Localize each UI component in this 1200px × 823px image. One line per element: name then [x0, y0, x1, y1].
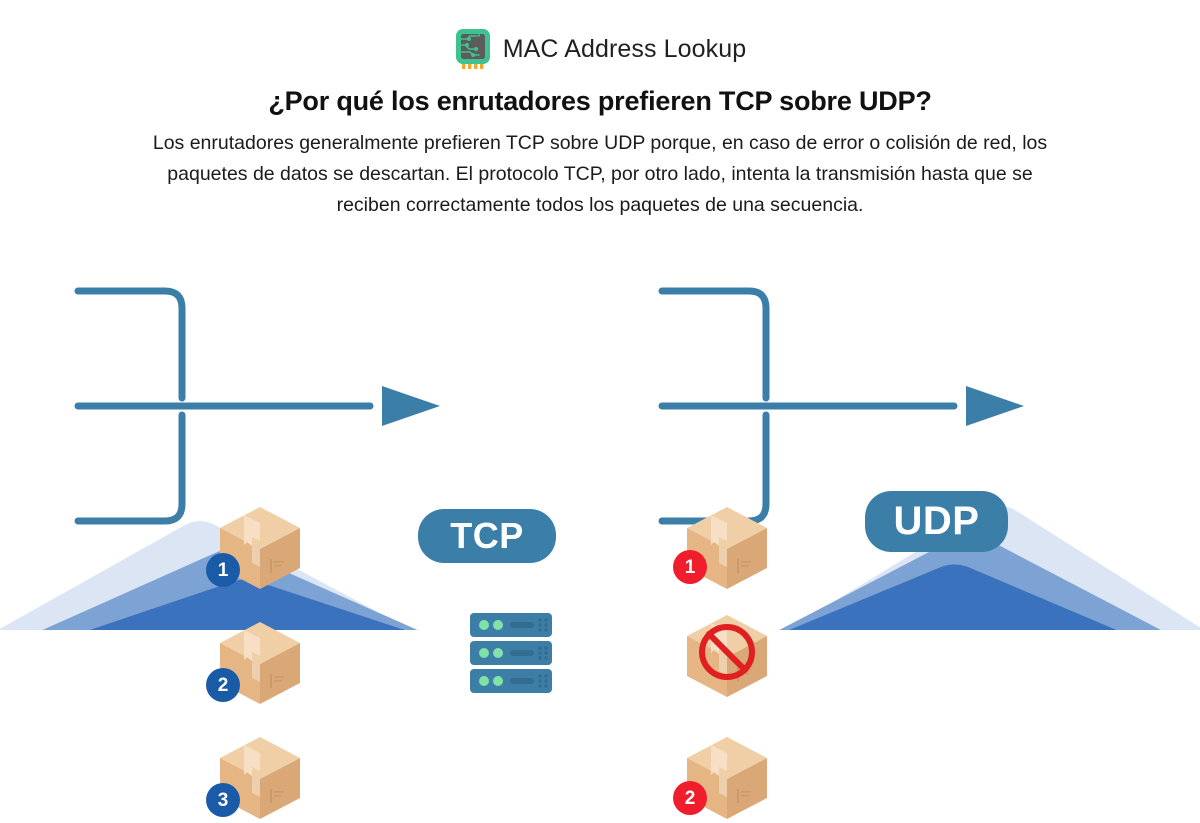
udp-panel: 1 — [600, 243, 1200, 819]
package-blocked-icon — [687, 615, 767, 697]
protocol-comparison-diagram: 1 2 — [0, 243, 1200, 819]
server-icon — [466, 611, 556, 695]
sequence-badge: 2 — [206, 668, 240, 702]
page-title: ¿Por qué los enrutadores prefieren TCP s… — [268, 86, 932, 116]
sequence-badge: 1 — [673, 550, 707, 584]
sequence-badge: 1 — [206, 553, 240, 587]
tcp-connectors — [74, 287, 440, 525]
protocol-label-udp: UDP — [865, 491, 1008, 552]
page-description: Los enrutadores generalmente prefieren T… — [152, 132, 1048, 216]
sequence-badge: 2 — [673, 781, 707, 815]
protocol-label-tcp: TCP — [418, 509, 556, 563]
sequence-badge: 3 — [206, 783, 240, 817]
page-header: MAC Address Lookup ¿Por qué los enrutado… — [0, 0, 1200, 221]
package-icon — [687, 507, 767, 589]
packet-node-dropped — [681, 609, 773, 701]
chip-icon — [454, 27, 492, 71]
brand-name: MAC Address Lookup — [502, 34, 747, 63]
packet-node — [681, 501, 773, 593]
brand: MAC Address Lookup — [0, 26, 1200, 72]
tcp-panel: 1 2 — [0, 243, 600, 819]
